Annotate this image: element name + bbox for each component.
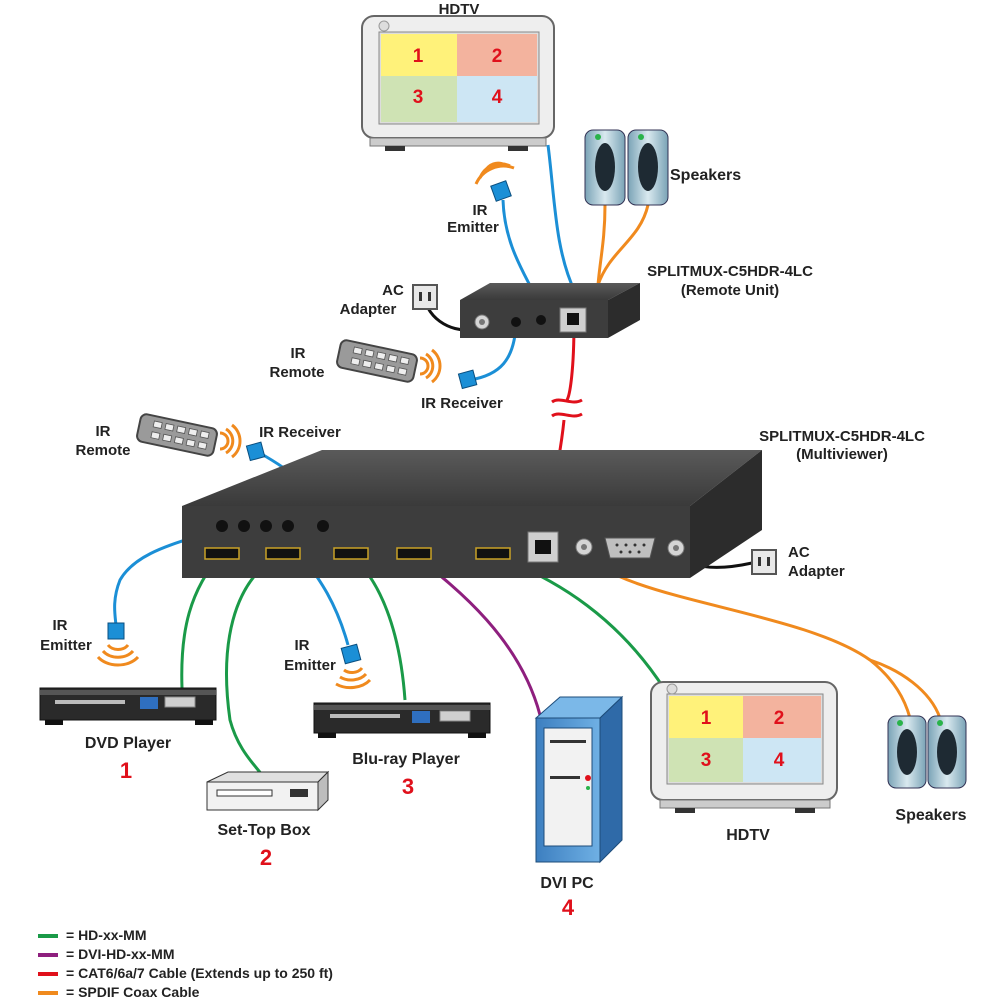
bluray-player-number: 3	[402, 774, 414, 799]
multiviewer-unit	[182, 450, 762, 578]
multiviewer-subtitle: (Multiviewer)	[796, 446, 888, 463]
legend-text: = DVI-HD-xx-MM	[66, 946, 175, 962]
screen-quadrant-1: 1	[413, 46, 424, 67]
ir-emitter-mid-label-1: IR	[295, 637, 310, 654]
ir-receiver-top	[457, 369, 478, 390]
ir-emitter-left-label-1: IR	[53, 617, 68, 634]
speakers-top-cable	[596, 204, 607, 286]
legend-swatch-cat	[38, 971, 58, 976]
screen-quadrant-bottom-4: 4	[774, 750, 785, 771]
multiviewer-title: SPLITMUX-C5HDR-4LC	[759, 428, 925, 445]
ir-emitter-top-label-2: Emitter	[447, 219, 499, 236]
remote-unit	[460, 283, 640, 338]
dvd-player	[39, 687, 217, 725]
ir-remote-left-label-2: Remote	[75, 442, 130, 459]
ir-emitter-left-label-2: Emitter	[40, 637, 92, 654]
legend-item: = CAT6/6a/7 Cable (Extends up to 250 ft)	[38, 964, 333, 983]
speakers-bottom	[887, 715, 967, 789]
cable-legend: = HD-xx-MM = DVI-HD-xx-MM = CAT6/6a/7 Ca…	[38, 926, 333, 1002]
ac-adapter-right	[751, 549, 777, 575]
ir-remote-top	[336, 339, 442, 384]
ir-emitter-mid	[335, 643, 372, 690]
hdtv-bottom	[650, 681, 838, 813]
dvd-player-number: 1	[120, 758, 132, 783]
remote-unit-subtitle: (Remote Unit)	[681, 282, 779, 299]
ac-adapter-top-label-2: Adapter	[340, 301, 397, 318]
spdif-bottom-cable-2	[869, 658, 942, 719]
ir-remote-left	[136, 413, 242, 459]
ir-emitter-mid-label-2: Emitter	[284, 657, 336, 674]
cable-break-mark	[551, 398, 583, 418]
screen-quadrant-3: 3	[413, 87, 424, 108]
ir-remote-top-label-1: IR	[291, 345, 306, 362]
settop-box-label: Set-Top Box	[217, 822, 310, 839]
legend-text: = SPDIF Coax Cable	[66, 984, 200, 1000]
ir-remote-top-label-2: Remote	[269, 364, 324, 381]
hdtv-top-cable	[546, 144, 577, 293]
legend-swatch-spdif	[38, 990, 58, 995]
screen-quadrant-bottom-3: 3	[701, 750, 712, 771]
ac-adapter-right-label-1: AC	[788, 544, 810, 561]
legend-item: = DVI-HD-xx-MM	[38, 945, 333, 964]
ac-adapter-top-label-1: AC	[382, 282, 404, 299]
legend-text: = HD-xx-MM	[66, 927, 147, 943]
speakers-bottom-label: Speakers	[895, 807, 966, 824]
screen-quadrant-bottom-1: 1	[701, 708, 712, 729]
dvi-pc	[534, 695, 624, 864]
speakers-top	[584, 129, 669, 206]
ir-receiver-left-label: IR Receiver	[259, 424, 341, 441]
ir-emitter-left	[96, 622, 140, 667]
ir-remote-left-label-1: IR	[96, 423, 111, 440]
ac-adapter-top	[412, 284, 438, 310]
dvi-pc-number: 4	[562, 895, 575, 920]
screen-quadrant-2: 2	[492, 46, 503, 67]
hdtv-bottom-label: HDTV	[726, 827, 770, 844]
dvd-player-label: DVD Player	[85, 735, 171, 752]
hdtv-top	[361, 15, 555, 151]
hdtv-top-label: HDTV	[439, 1, 480, 18]
ir-receiver-top-label: IR Receiver	[421, 395, 503, 412]
speakers-top-label: Speakers	[670, 167, 741, 184]
bluray-player-label: Blu-ray Player	[352, 751, 460, 768]
screen-quadrant-bottom-2: 2	[774, 708, 785, 729]
dvi-pc-label: DVI PC	[540, 875, 594, 892]
ir-emitter-top-label-1: IR	[473, 202, 488, 219]
settop-box	[206, 770, 330, 812]
speakers-top-cable-2	[596, 204, 650, 286]
screen-quadrant-4: 4	[492, 87, 503, 108]
dvi-pc-cable	[413, 553, 542, 716]
legend-item: = SPDIF Coax Cable	[38, 983, 333, 1002]
ir-emitter-top	[474, 161, 515, 202]
legend-text: = CAT6/6a/7 Cable (Extends up to 250 ft)	[66, 965, 333, 981]
legend-item: = HD-xx-MM	[38, 926, 333, 945]
ac-adapter-right-label-2: Adapter	[788, 563, 845, 580]
legend-swatch-dvi	[38, 952, 58, 957]
hdmi-settop-cable	[225, 551, 284, 776]
ir-receiver-left	[245, 441, 266, 462]
bluray-player	[313, 702, 491, 738]
remote-unit-title: SPLITMUX-C5HDR-4LC	[647, 263, 813, 280]
legend-swatch-hdmi	[38, 933, 58, 938]
spdif-bottom-cable	[583, 552, 912, 719]
settop-box-number: 2	[260, 845, 272, 870]
